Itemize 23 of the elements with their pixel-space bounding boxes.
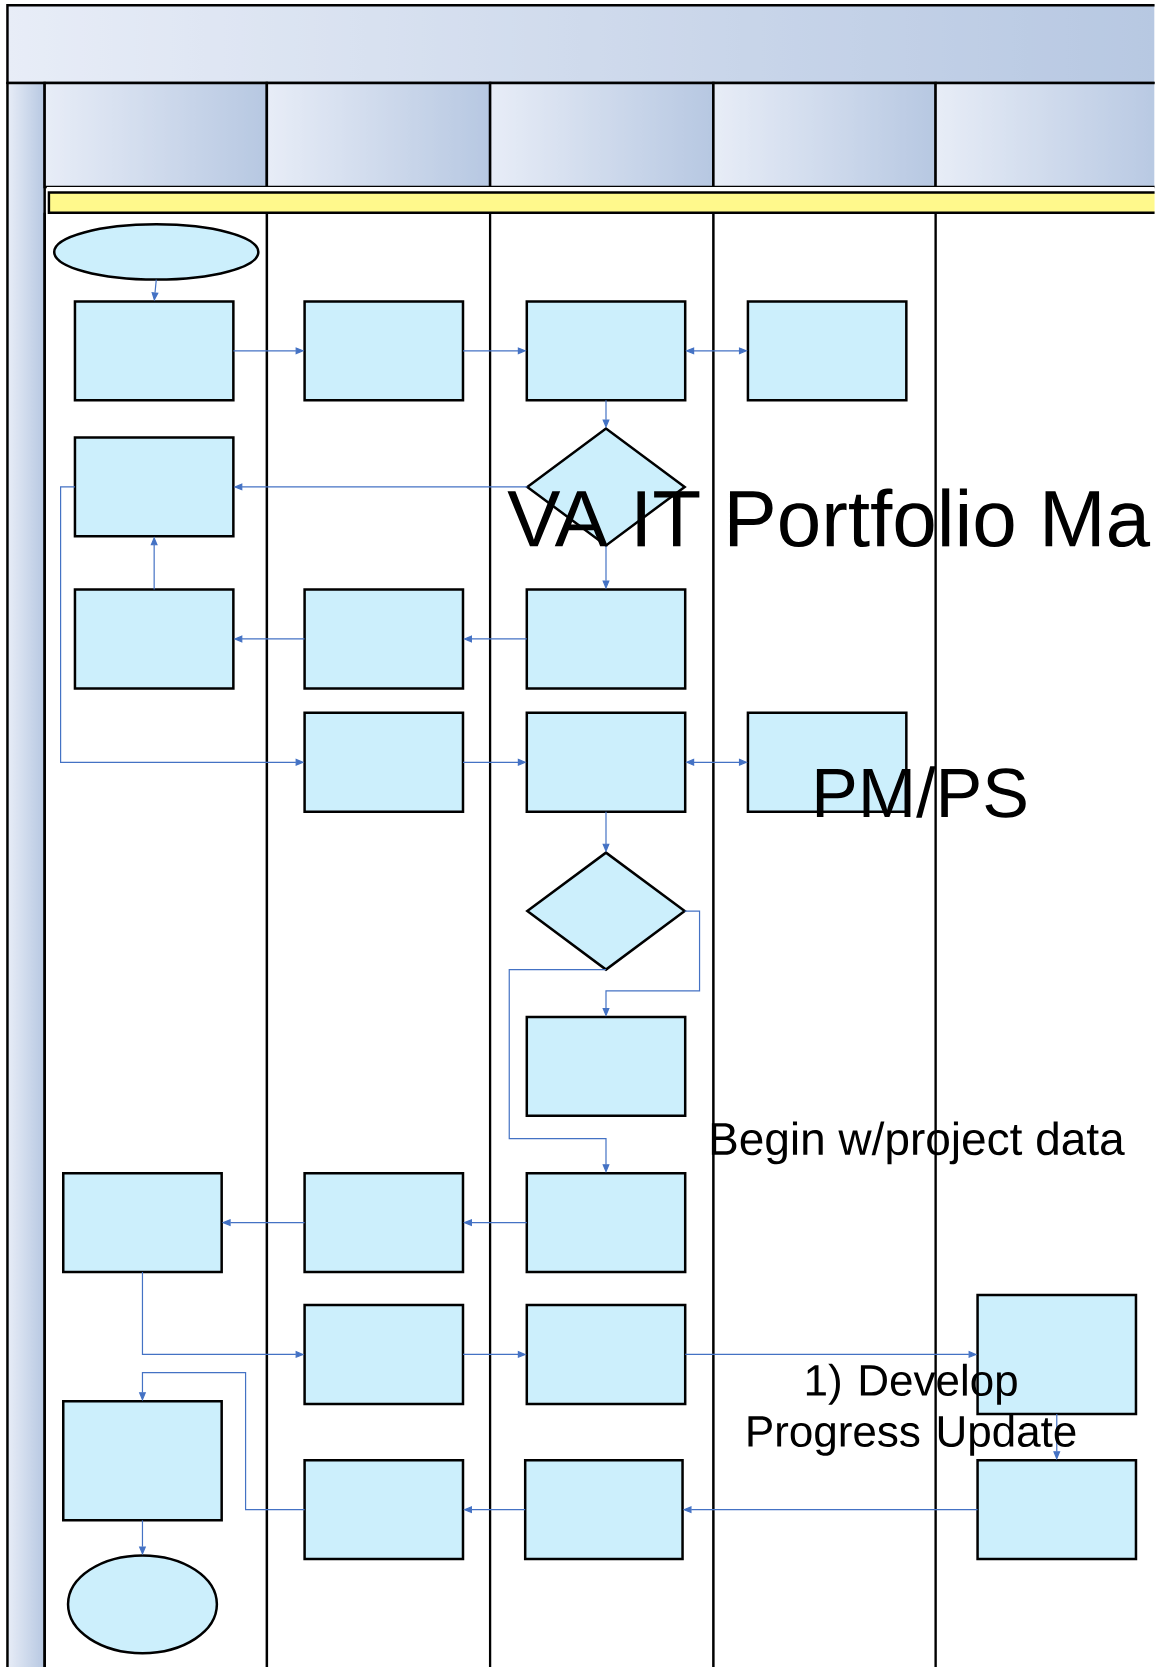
arrow [139,1371,306,1511]
process-box [976,1459,1138,1561]
process-box [62,1400,224,1522]
process-box [525,1015,687,1118]
process-box [525,1303,687,1406]
process-box [303,300,465,402]
process-box [303,588,465,690]
process-box [525,711,687,813]
process-box [73,588,235,690]
process-box [303,711,465,813]
terminal-ellipse [53,223,260,281]
process-box [303,1303,465,1406]
process-box [525,300,687,402]
process-box [73,300,235,402]
process-box [524,1459,684,1561]
process-box [73,436,235,538]
process-box [525,1171,687,1274]
process-box [303,1459,465,1561]
process-box [303,1171,465,1274]
terminal-ellipse [67,1554,219,1655]
process-box [525,588,687,690]
process-box [62,1171,224,1274]
process-box [746,300,908,402]
